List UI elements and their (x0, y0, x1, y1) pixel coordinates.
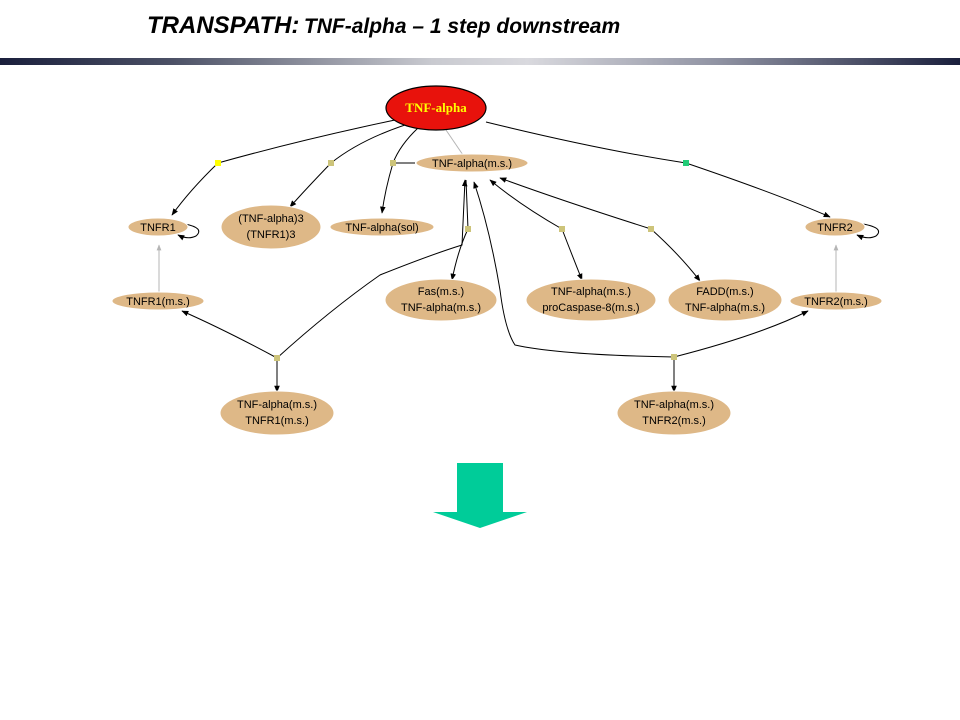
node-fas-complex[interactable]: Fas(m.s.) TNF-alpha(m.s.) (384, 278, 498, 322)
node-procaspase8-complex[interactable]: TNF-alpha(m.s.) proCaspase-8(m.s.) (525, 278, 657, 322)
down-arrow-icon (433, 463, 527, 528)
edge-j5-to-fas (450, 228, 469, 281)
node-label-line1: TNF-alpha(m.s.) (551, 286, 631, 298)
node-tnfr1-ms[interactable]: TNFR1(m.s.) (111, 291, 205, 311)
node-label: TNFR1 (140, 222, 175, 234)
edge-j1-to-tnfr1 (171, 162, 219, 216)
edge-root-to-j2 (330, 124, 406, 164)
edge-root-to-j4 (485, 121, 687, 164)
edge-j2-to-complex3 (289, 162, 332, 208)
junction-5 (465, 226, 471, 232)
edge-j6-to-tnf-ms (489, 179, 563, 230)
edge-j5-to-tnf-ms (465, 179, 469, 230)
node-label-line2: proCaspase-8(m.s.) (542, 302, 639, 314)
node-label: TNF-alpha(sol) (345, 222, 418, 234)
edge-root-to-j1 (217, 119, 396, 164)
node-label-line1: FADD(m.s.) (696, 286, 753, 298)
junction-4 (683, 160, 689, 166)
node-tnfr1[interactable]: TNFR1 (127, 217, 189, 237)
edge-j-left-to-tnf-ms (276, 179, 468, 359)
junction-6 (559, 226, 565, 232)
node-label-line2: TNFR1(m.s.) (245, 415, 309, 427)
node-label-line2: TNF-alpha(m.s.) (685, 302, 765, 314)
title-subtitle: TNF-alpha – 1 step downstream (303, 15, 621, 38)
junction-left (274, 355, 280, 361)
edge-j3-to-sol (380, 162, 394, 214)
junctions (215, 160, 689, 361)
junction-3 (390, 160, 396, 166)
edge-root-to-tnf-ms (445, 129, 464, 156)
node-label: TNFR2(m.s.) (804, 296, 868, 308)
page-title: TRANSPATH: TNF-alpha – 1 step downstream (147, 12, 620, 40)
node-label-line1: TNF-alpha(m.s.) (237, 399, 317, 411)
nodes: TNF-alpha TNF-alpha(m.s.) TNFR1 (TNF-alp… (111, 85, 883, 436)
junction-7 (648, 226, 654, 232)
node-label: TNFR1(m.s.) (126, 296, 190, 308)
tnfr2-self-loop (856, 223, 880, 241)
node-label-line2: (TNFR1)3 (247, 229, 296, 241)
node-label-line1: Fas(m.s.) (418, 286, 464, 298)
edge-j7-to-fadd (650, 228, 701, 282)
node-label: TNFR2 (817, 222, 852, 234)
node-tnf-alpha-root[interactable]: TNF-alpha (385, 85, 487, 131)
node-tnf-tnfr2-complex[interactable]: TNF-alpha(m.s.) TNFR2(m.s.) (616, 390, 732, 436)
edge-j-right-to-tnfr2ms (673, 310, 809, 358)
node-tnfr2-ms[interactable]: TNFR2(m.s.) (789, 291, 883, 311)
node-label: TNF-alpha (405, 100, 467, 115)
junction-right (671, 354, 677, 360)
edge-j-left-to-tnfr1ms (181, 310, 278, 359)
node-label-line2: TNF-alpha(m.s.) (401, 302, 481, 314)
node-tnf-tnfr1-trimer[interactable]: (TNF-alpha)3 (TNFR1)3 (220, 204, 322, 250)
node-tnf-tnfr1-complex[interactable]: TNF-alpha(m.s.) TNFR1(m.s.) (219, 390, 335, 436)
title-main: TRANSPATH: (147, 12, 300, 39)
node-label-line1: (TNF-alpha)3 (238, 213, 303, 225)
junction-2 (328, 160, 334, 166)
edge-j-right-to-tnf-ms (473, 181, 675, 358)
node-tnf-alpha-ms[interactable]: TNF-alpha(m.s.) (415, 153, 529, 173)
title-divider-bar (0, 58, 960, 65)
node-label-line2: TNFR2(m.s.) (642, 415, 706, 427)
node-fadd-complex[interactable]: FADD(m.s.) TNF-alpha(m.s.) (667, 278, 783, 322)
edges (156, 119, 880, 393)
edge-root-to-j3 (392, 127, 419, 164)
tnfr1-self-loop (177, 223, 200, 241)
edge-j4-to-tnfr2 (685, 162, 831, 218)
node-label: TNF-alpha(m.s.) (432, 158, 512, 170)
junction-1 (215, 160, 221, 166)
node-tnf-alpha-sol[interactable]: TNF-alpha(sol) (329, 217, 435, 237)
node-label-line1: TNF-alpha(m.s.) (634, 399, 714, 411)
edge-j6-to-casp8 (561, 228, 583, 281)
edge-j7-to-tnf-ms (499, 177, 652, 230)
node-tnfr2[interactable]: TNFR2 (804, 217, 866, 237)
